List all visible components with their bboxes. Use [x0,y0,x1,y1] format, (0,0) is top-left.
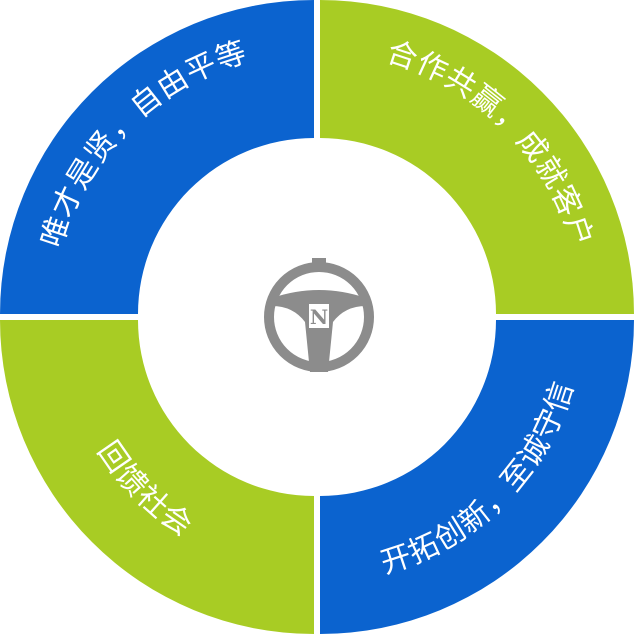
segment-bottom-left [0,320,314,634]
segment-bottom-right [320,320,634,634]
steering-wheel-logo-icon: N [264,258,374,372]
segment-top-left [0,0,314,314]
logo-letter: N [310,305,328,329]
segment-top-right [320,0,634,314]
